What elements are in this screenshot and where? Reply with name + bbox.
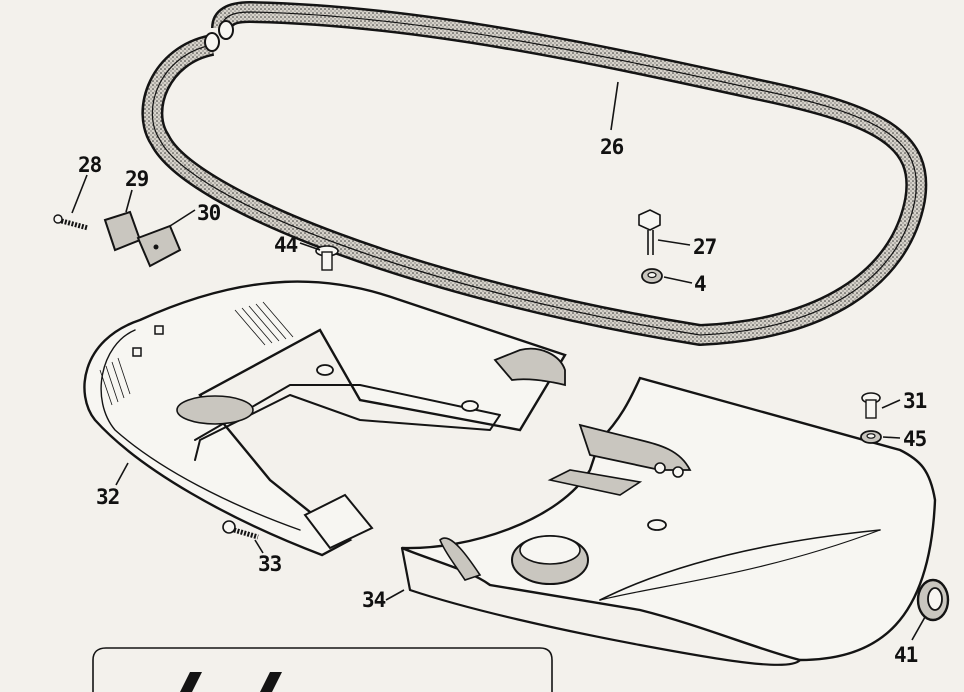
label-41: 41 <box>894 643 918 667</box>
gasket-seal-part-26 <box>141 1 928 346</box>
lower-pan-part-34 <box>400 376 937 666</box>
lower-pan-part-32 <box>83 280 567 557</box>
label-28: 28 <box>78 153 102 177</box>
clip-part-29 <box>103 210 142 252</box>
label-44: 44 <box>274 233 298 257</box>
label-32: 32 <box>96 485 119 509</box>
grommet-part-41 <box>916 578 950 622</box>
bolt-part-27 <box>638 209 661 255</box>
label-33: 33 <box>258 552 282 576</box>
label-27: 27 <box>693 235 717 259</box>
label-30: 30 <box>197 201 221 225</box>
label-31: 31 <box>903 389 927 413</box>
label-4: 4 <box>694 272 706 296</box>
part-number-labels: 26 28 29 30 44 27 4 31 45 32 33 34 41 <box>78 135 928 667</box>
screw-part-33 <box>222 520 259 540</box>
label-26: 26 <box>600 135 624 159</box>
plate-part-30 <box>136 224 182 268</box>
screw-part-44 <box>315 245 339 271</box>
label-34: 34 <box>362 588 386 612</box>
lower-panel-frame <box>92 647 553 692</box>
label-45: 45 <box>903 427 927 451</box>
leader-lines <box>71 81 926 641</box>
label-29: 29 <box>125 167 149 191</box>
washer-part-4 <box>641 268 663 284</box>
screw-part-31 <box>861 392 881 419</box>
washer-part-45 <box>860 430 882 444</box>
screw-part-28 <box>53 214 89 231</box>
